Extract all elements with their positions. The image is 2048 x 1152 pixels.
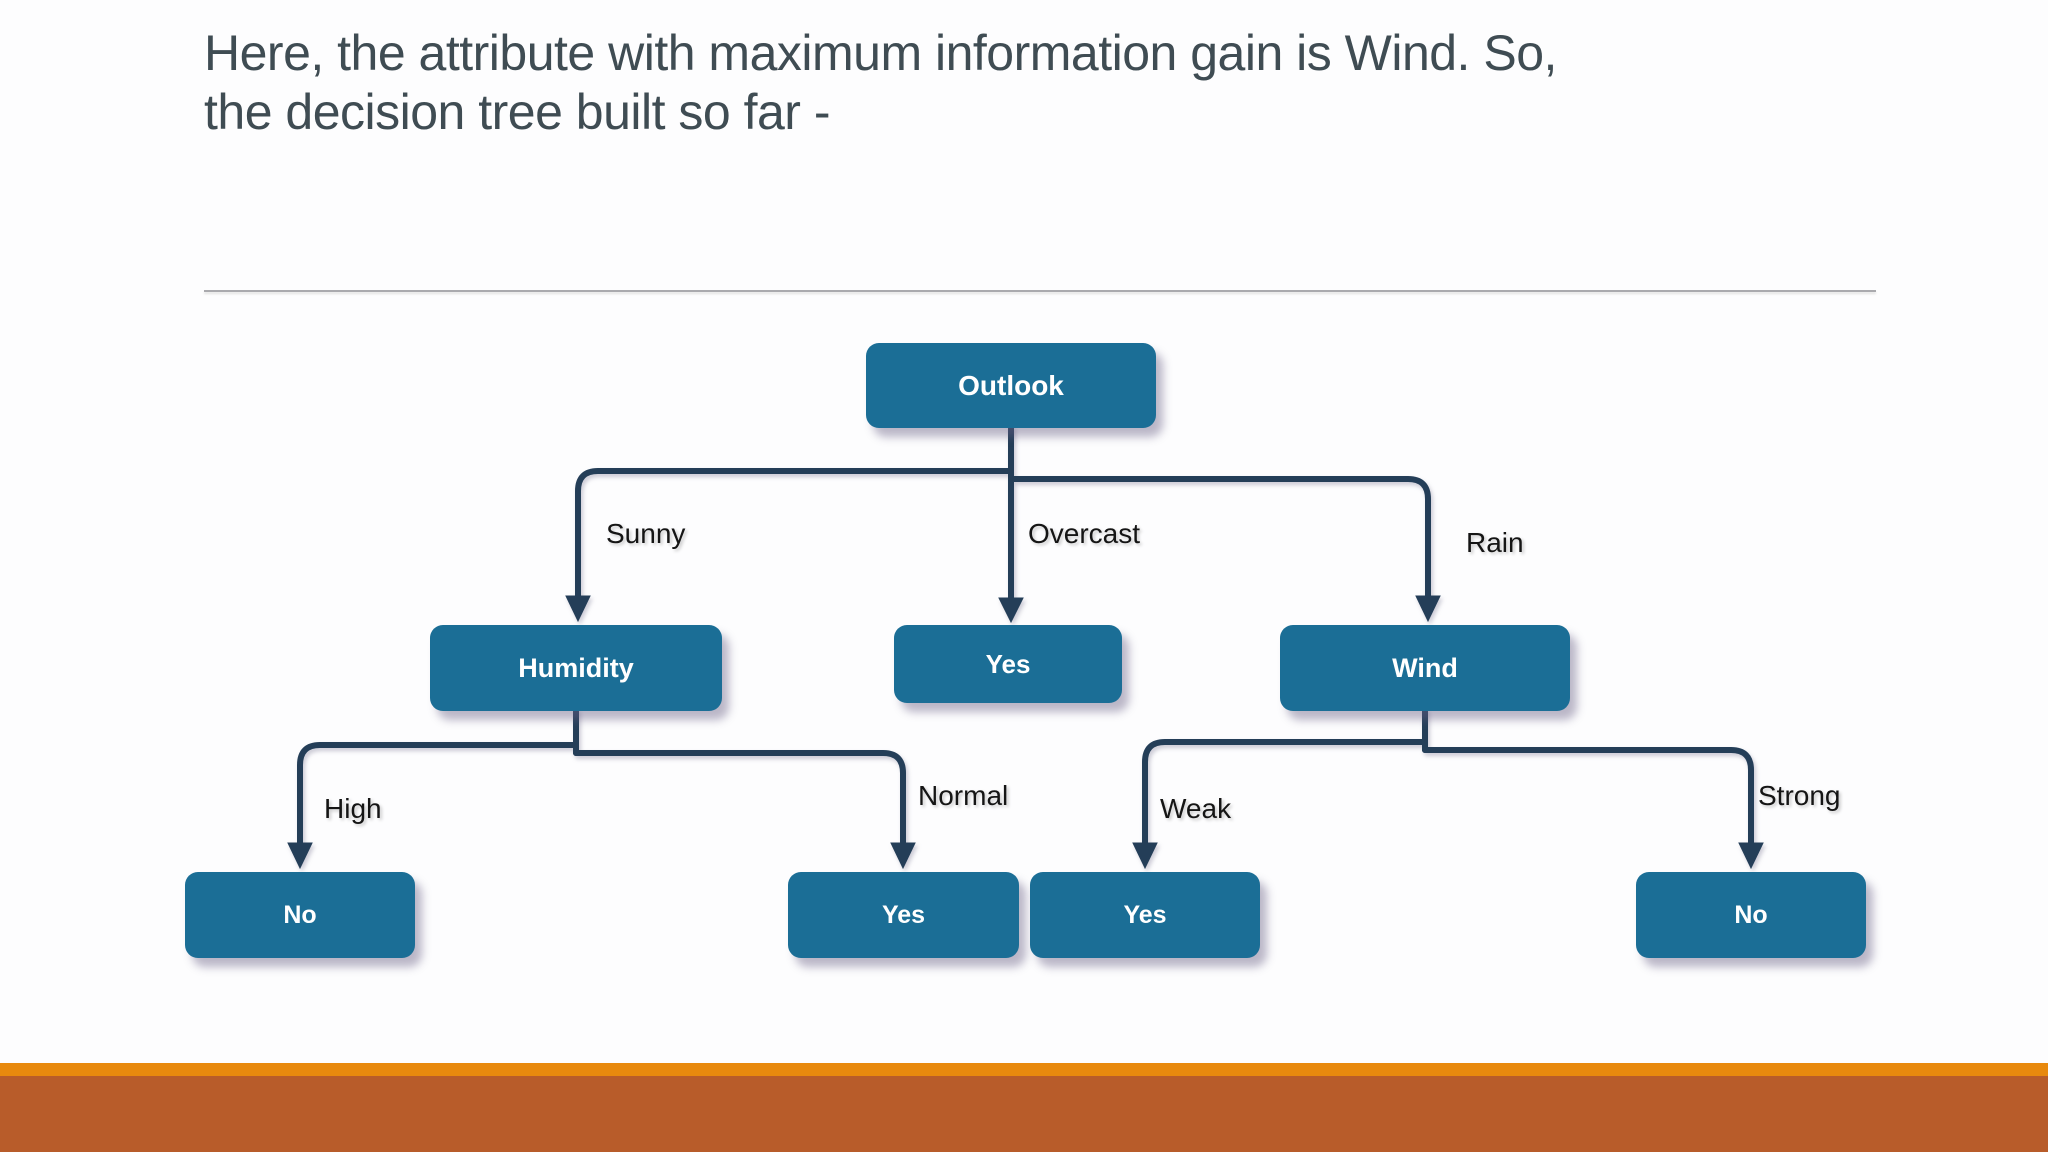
arrowhead-high-icon — [287, 842, 313, 870]
arrowhead-sunny-icon — [565, 595, 591, 623]
tree-node-yes-normal-label: Yes — [881, 900, 926, 929]
edge-label-rain: Rain — [1466, 527, 1524, 558]
tree-node-no-high: No — [185, 872, 415, 958]
edge-label-weak: Weak — [1160, 793, 1232, 824]
arrowhead-normal-icon — [890, 842, 916, 870]
edge-label-sunny: Sunny — [606, 518, 686, 549]
title-divider-line — [204, 290, 1876, 292]
tree-node-no-strong: No — [1636, 872, 1866, 958]
arrowhead-overcast-icon — [998, 597, 1024, 624]
arrowhead-strong-icon — [1738, 842, 1764, 870]
tree-node-yes-overcast-label: Yes — [985, 648, 1031, 679]
edge-label-normal: Normal — [918, 780, 1009, 811]
edge-label-strong: Strong — [1758, 780, 1841, 811]
arrowhead-rain-icon — [1415, 595, 1441, 623]
tree-node-no-high-label: No — [283, 900, 317, 929]
tree-node-yes-weak: Yes — [1030, 872, 1260, 958]
tree-node-yes-normal: Yes — [788, 872, 1019, 958]
edge-label-high: High — [324, 793, 382, 824]
tree-node-yes-weak-label: Yes — [1123, 900, 1167, 929]
tree-node-humidity: Humidity — [430, 625, 722, 711]
slide-title-line-1: Here, the attribute with maximum informa… — [204, 25, 1557, 81]
tree-node-outlook: Outlook — [866, 343, 1156, 428]
tree-node-yes-overcast: Yes — [894, 625, 1122, 703]
tree-node-wind-label: Wind — [1392, 652, 1458, 683]
tree-node-outlook-label: Outlook — [958, 369, 1064, 401]
tree-node-no-strong-label: No — [1734, 900, 1768, 929]
accent-bar-top — [0, 1063, 2048, 1076]
edge-humidity-normal-line — [573, 750, 906, 848]
edge-label-overcast: Overcast — [1028, 518, 1141, 549]
arrowhead-weak-icon — [1132, 842, 1158, 870]
tree-node-wind: Wind — [1280, 625, 1570, 711]
tree-node-humidity-label: Humidity — [518, 652, 634, 683]
slide-title: Here, the attribute with maximum informa… — [204, 24, 1924, 142]
accent-bar-bottom — [0, 1076, 2048, 1152]
slide-title-line-2: the decision tree built so far - — [204, 84, 831, 140]
edge-wind-strong-line — [1422, 747, 1754, 848]
